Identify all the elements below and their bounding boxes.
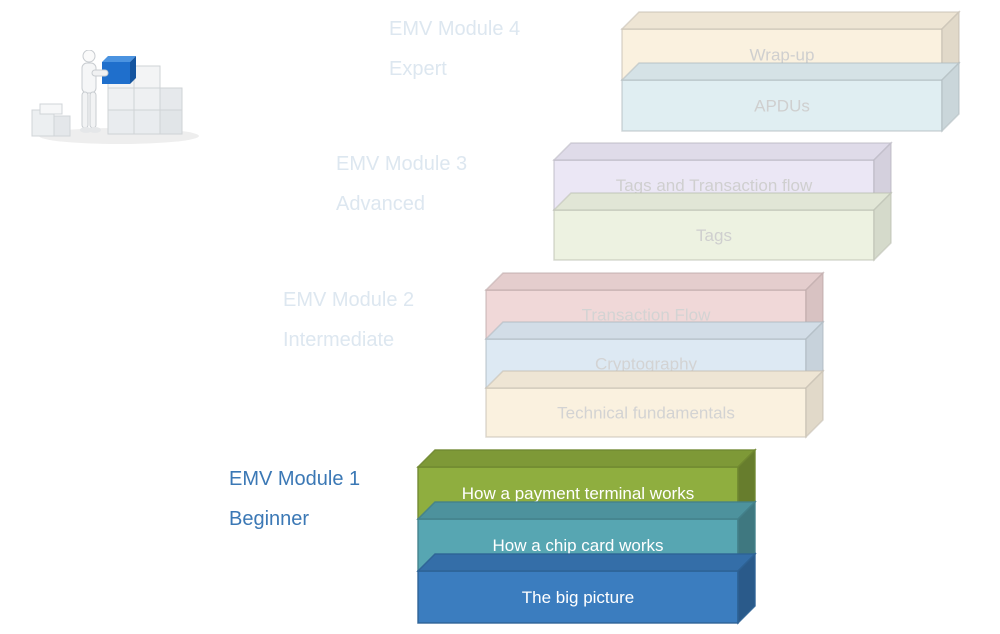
- module-3-label: EMV Module 3 Advanced: [336, 152, 467, 216]
- layer-front-face: [417, 570, 739, 624]
- layer-top-face: [552, 192, 893, 211]
- layer-top-face: [416, 501, 757, 520]
- module-title: EMV Module 3: [336, 153, 468, 175]
- figure-building-blocks-illustration: [24, 50, 199, 150]
- layer-label: How a chip card works: [492, 536, 663, 555]
- layer-top-face: [416, 449, 757, 468]
- module-level: Beginner: [229, 508, 310, 530]
- layer-label: Tags and Transaction flow: [616, 176, 813, 195]
- layer-label: Tags: [696, 226, 732, 245]
- module-level: Advanced: [336, 193, 425, 215]
- layer-side-face: [805, 369, 824, 439]
- layer-side-face: [873, 191, 892, 262]
- module-level: Intermediate: [283, 329, 395, 351]
- layer-label: The big picture: [522, 588, 634, 607]
- module-4-label: EMV Module 4 Expert: [389, 17, 520, 81]
- layer-top-face: [484, 370, 825, 389]
- layer-top-face: [416, 553, 757, 572]
- layer-top-face: [484, 272, 825, 291]
- layer-top-face: [484, 321, 825, 340]
- layer-side-face: [737, 552, 756, 625]
- layer-block: APDUs: [620, 61, 961, 133]
- layer-block: The big picture: [416, 552, 757, 625]
- layer-side-face: [941, 61, 960, 133]
- layer-top-face: [552, 142, 893, 161]
- layer-block: Technical fundamentals: [484, 369, 825, 439]
- layer-label: APDUs: [754, 97, 810, 116]
- module-title: EMV Module 1: [229, 468, 361, 490]
- layer-label: How a payment terminal works: [462, 484, 694, 503]
- module-title: EMV Module 4: [389, 18, 521, 40]
- layer-front-face: [621, 79, 943, 132]
- layer-label: Wrap-up: [750, 46, 815, 65]
- module-title: EMV Module 2: [283, 289, 415, 311]
- layer-block: Tags: [552, 191, 893, 262]
- layer-top-face: [620, 11, 961, 30]
- layer-label: Cryptography: [595, 355, 698, 374]
- layer-top-face: [620, 62, 961, 81]
- module-level: Expert: [389, 58, 447, 80]
- layer-label: Technical fundamentals: [557, 404, 735, 423]
- module-2-label: EMV Module 2 Intermediate: [283, 288, 414, 352]
- module-1-label: EMV Module 1 Beginner: [229, 467, 360, 531]
- layer-label: Transaction Flow: [582, 306, 712, 325]
